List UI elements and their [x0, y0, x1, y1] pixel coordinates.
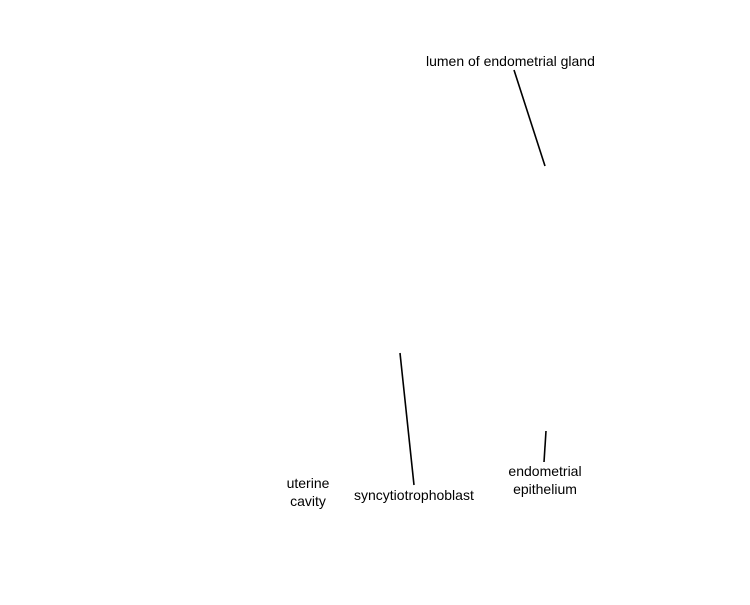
lumen-leader-line: [513, 69, 546, 167]
epithelium-leader-line: [543, 430, 547, 463]
endometrial-epithelium-label: endometrial epithelium: [500, 462, 590, 498]
uterine-cavity-label-line2: cavity: [290, 493, 326, 509]
lumen-of-endometrial-gland-label: lumen of endometrial gland: [426, 53, 595, 69]
syncytiotrophoblast-label: syncytiotrophoblast: [354, 487, 474, 503]
endometrial-epithelium-label-line1: endometrial: [508, 463, 582, 479]
endometrial-epithelium-label-line2: epithelium: [513, 481, 577, 497]
uterine-cavity-label: uterine cavity: [278, 474, 338, 510]
uterine-cavity-label-line1: uterine: [286, 475, 330, 491]
syncytiotrophoblast-leader-line: [399, 352, 415, 486]
